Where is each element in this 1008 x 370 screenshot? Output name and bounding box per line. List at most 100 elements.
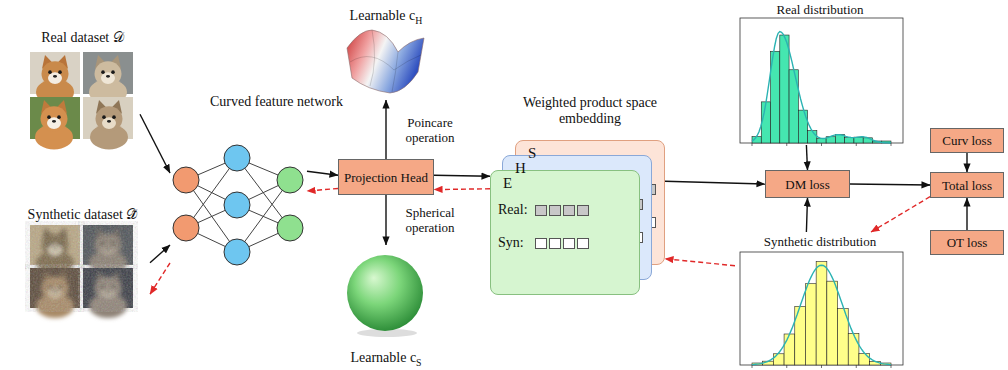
pet-photo	[30, 97, 80, 150]
pet-photo	[83, 52, 133, 105]
flow-arrow	[850, 184, 930, 185]
section-label: Weighted product space embedding	[510, 95, 670, 127]
axis-tick	[786, 143, 787, 146]
axis-tick	[786, 365, 787, 368]
curvature-figure: Learnable cS	[340, 245, 432, 367]
shape	[101, 70, 105, 74]
flow-arrow	[140, 114, 170, 173]
flow-arrow	[385, 100, 386, 159]
shape	[52, 120, 56, 123]
shape	[740, 252, 903, 365]
embedding-cell	[563, 205, 575, 216]
embedding-cell	[577, 238, 589, 249]
shape	[53, 75, 57, 78]
pet-photo	[83, 97, 133, 150]
caption: Synthetic dataset 𝒟̃	[15, 207, 150, 222]
dataset-group: Real dataset 𝒟	[25, 28, 140, 143]
flow-arrow	[307, 171, 338, 175]
flow-arrow	[966, 198, 967, 230]
density-curve	[752, 32, 891, 143]
shape	[96, 106, 123, 131]
flow-arrow	[385, 195, 386, 245]
caption: Learnable cH	[340, 8, 432, 23]
pet-photo	[30, 52, 80, 105]
flow-arrow	[434, 175, 490, 176]
box-label: Total loss	[942, 178, 992, 193]
loss-box: Curv loss	[930, 128, 1004, 153]
loss-box: OT loss	[930, 230, 1004, 255]
histogram-bar	[798, 110, 807, 143]
histogram-bar	[827, 281, 838, 365]
real-histogram	[740, 18, 903, 146]
shape	[112, 115, 116, 119]
shape	[107, 120, 111, 123]
axis-tick	[752, 143, 753, 146]
flow-arrow	[665, 181, 765, 184]
shape	[41, 106, 68, 131]
shape	[83, 225, 133, 265]
density-curve	[752, 265, 891, 364]
synthetic-image	[30, 225, 80, 275]
space-letter: E	[503, 176, 512, 191]
embedding-cell	[549, 238, 561, 249]
flow-arrow	[806, 198, 807, 232]
axis-tick	[891, 365, 892, 368]
synthetic-image	[83, 225, 133, 275]
noise-overlay	[83, 225, 133, 265]
histogram-bar	[816, 262, 827, 365]
row-label: Real:	[498, 202, 528, 217]
embedding-cell	[535, 205, 547, 216]
synthetic-histogram	[740, 252, 903, 368]
embedding-cell	[577, 205, 589, 216]
network-links	[186, 158, 290, 252]
axis-tick	[856, 365, 857, 368]
noise-overlay	[30, 268, 80, 308]
caption: Learnable cS	[340, 350, 432, 365]
pet-figure	[35, 100, 73, 150]
flow-arrow	[966, 153, 967, 172]
embedding-card: E Real: Syn:	[490, 170, 640, 295]
synthetic-image	[83, 268, 133, 318]
flow-arrow	[806, 145, 807, 170]
edge-label: Spherical operation	[394, 205, 466, 235]
shape	[48, 70, 52, 74]
synthetic-image	[30, 268, 80, 318]
box-label: Projection Head	[344, 170, 428, 185]
dataset-group: Synthetic dataset 𝒟̃	[15, 205, 150, 310]
axis-tick	[891, 143, 892, 146]
shape	[30, 225, 80, 265]
shape	[106, 75, 110, 78]
shape	[57, 115, 61, 119]
loss-box: Total loss	[930, 172, 1004, 198]
space-letter: S	[528, 146, 536, 161]
shape	[47, 115, 51, 119]
embedding-cell	[535, 238, 547, 249]
histogram-bar	[761, 102, 770, 143]
shape	[30, 268, 80, 308]
histogram-bar	[808, 131, 817, 143]
network-neurons	[173, 145, 303, 265]
shape	[42, 61, 69, 86]
axis-tick	[821, 365, 822, 368]
embedding-cell	[549, 205, 561, 216]
shape	[102, 115, 106, 119]
saddle-surface	[347, 30, 424, 93]
shape	[83, 268, 133, 308]
space-letter: H	[515, 161, 526, 176]
feature-network: Curved feature network	[170, 92, 307, 272]
distribution-chart: Real distribution	[735, 0, 905, 145]
edge-label: Poincare operation	[394, 115, 466, 145]
embedding-cell	[563, 238, 575, 249]
axis-tick	[821, 143, 822, 146]
caption: Real distribution	[735, 2, 905, 17]
box-label: Curv loss	[942, 133, 991, 148]
gradient-arrow	[150, 263, 170, 294]
shape	[111, 70, 115, 74]
histogram-bar	[848, 333, 859, 365]
row-label: Syn:	[498, 235, 524, 250]
gradient-arrow	[871, 197, 930, 232]
axis-tick	[752, 365, 753, 368]
noise-overlay	[83, 268, 133, 308]
process-box: Projection Head	[338, 159, 434, 195]
